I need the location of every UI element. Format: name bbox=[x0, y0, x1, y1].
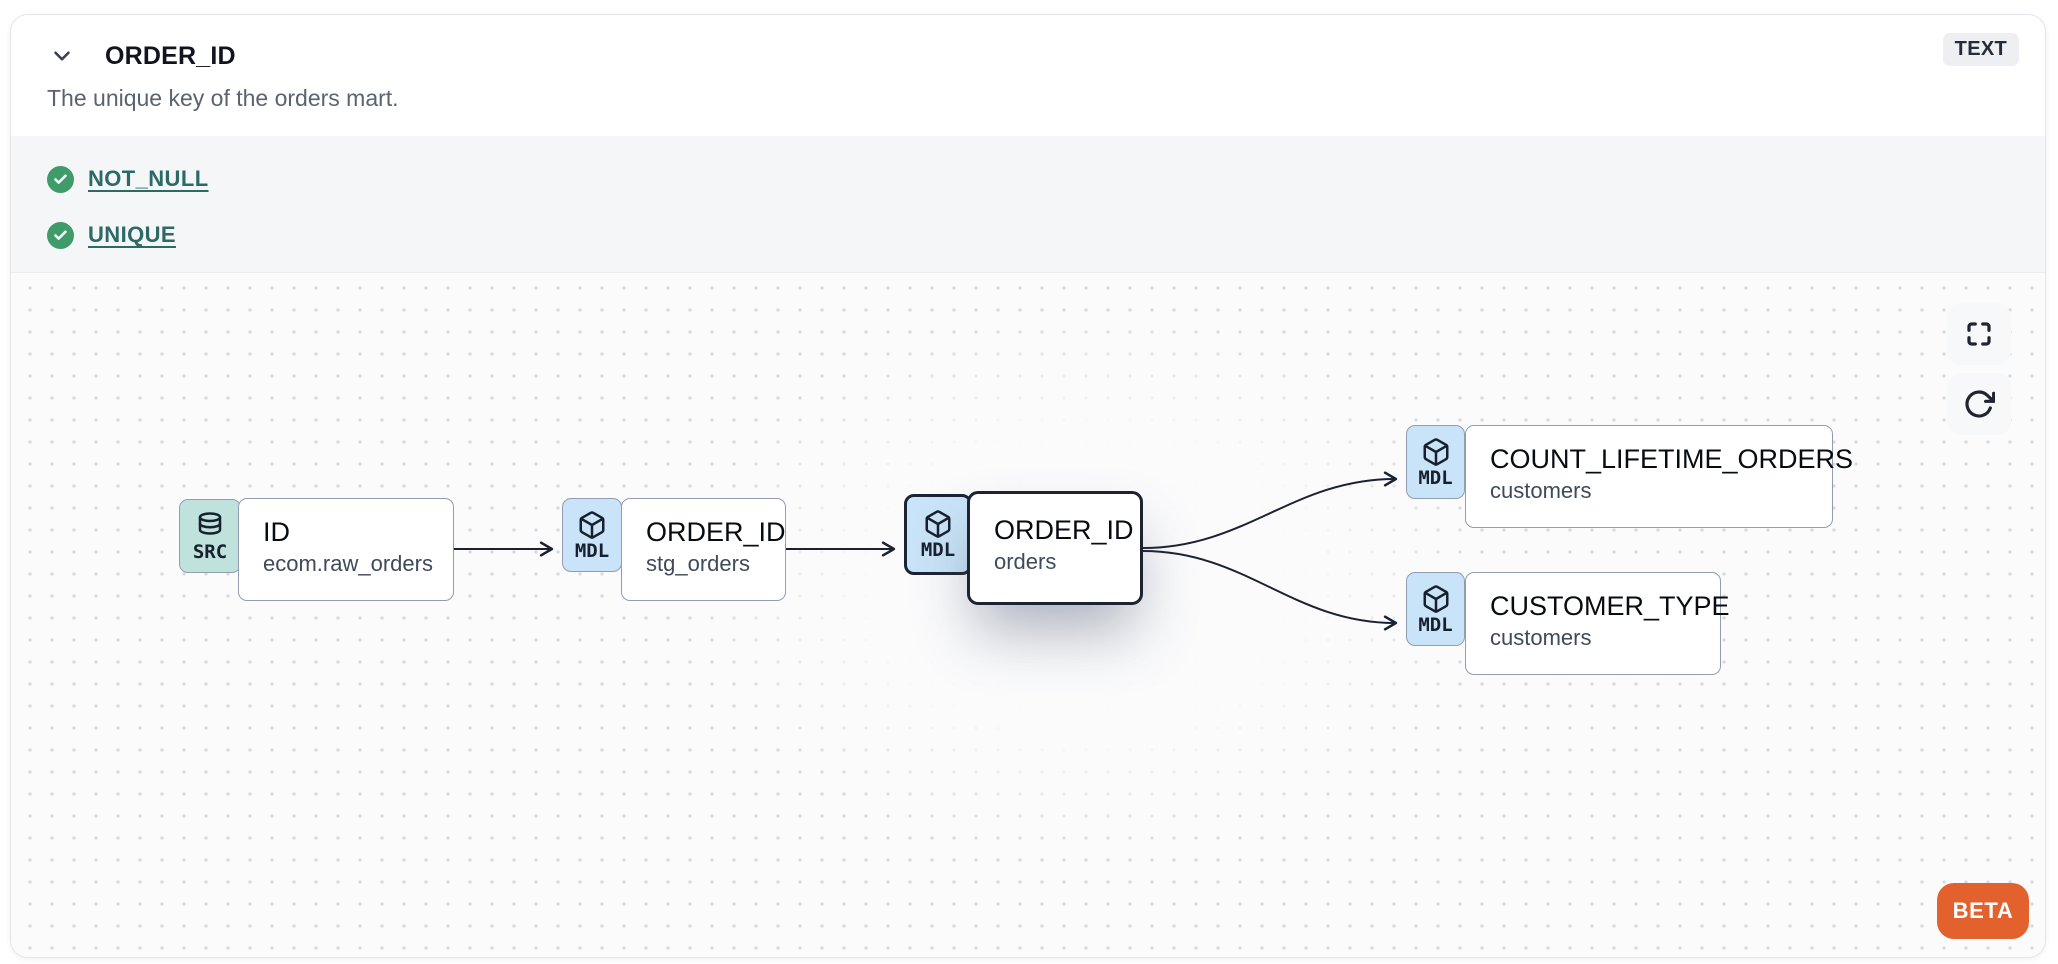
node-kind-badge-mdl: MDL bbox=[562, 498, 622, 572]
node-title: ORDER_ID bbox=[646, 517, 786, 547]
cube-icon bbox=[577, 510, 607, 540]
lineage-node-count-lifetime-orders[interactable]: COUNT_LIFETIME_ORDERS customers bbox=[1465, 425, 1854, 528]
node-subtitle: orders bbox=[994, 549, 1057, 574]
tests-section: NOT_NULL UNIQUE bbox=[11, 136, 2045, 273]
node-kind-badge-src: SRC bbox=[179, 499, 241, 573]
node-title: CUSTOMER_TYPE bbox=[1490, 591, 1730, 621]
lineage-node-customer-type[interactable]: CUSTOMER_TYPE customers bbox=[1465, 572, 1730, 675]
column-details-card: ORDER_ID The unique key of the orders ma… bbox=[10, 14, 2046, 958]
lineage-node-id-raw-orders[interactable]: ID ecom.raw_orders bbox=[238, 498, 454, 601]
cube-icon bbox=[1421, 437, 1451, 467]
node-kind-badge-mdl: MDL bbox=[1406, 572, 1465, 646]
chevron-down-icon bbox=[49, 43, 75, 69]
node-kind-label: MDL bbox=[1418, 613, 1453, 636]
canvas-controls bbox=[1947, 303, 2011, 435]
node-title: ID bbox=[263, 517, 290, 547]
node-subtitle: customers bbox=[1490, 478, 1592, 503]
fullscreen-icon bbox=[1964, 319, 1994, 349]
collapse-button[interactable] bbox=[47, 41, 77, 71]
test-link-not-null[interactable]: NOT_NULL bbox=[88, 166, 209, 191]
node-kind-label: MDL bbox=[920, 539, 956, 561]
column-description: The unique key of the orders mart. bbox=[47, 85, 399, 111]
node-kind-label: MDL bbox=[1418, 466, 1453, 489]
database-icon bbox=[195, 511, 225, 541]
beta-badge: BETA bbox=[1937, 883, 2029, 939]
node-title: COUNT_LIFETIME_ORDERS bbox=[1490, 444, 1854, 474]
node-title: ORDER_ID bbox=[994, 515, 1134, 545]
cube-icon bbox=[923, 509, 953, 539]
node-subtitle: customers bbox=[1490, 625, 1592, 650]
node-subtitle: stg_orders bbox=[646, 551, 750, 576]
column-title: ORDER_ID bbox=[105, 41, 236, 70]
node-kind-badge-mdl-selected: MDL bbox=[904, 494, 972, 575]
lineage-edges bbox=[454, 471, 1398, 631]
lineage-node-order-id-stg-orders[interactable]: ORDER_ID stg_orders bbox=[621, 498, 786, 601]
check-circle-icon bbox=[47, 221, 74, 249]
test-row: UNIQUE bbox=[47, 214, 2045, 256]
node-kind-label: SRC bbox=[192, 540, 228, 563]
test-link-unique[interactable]: UNIQUE bbox=[88, 222, 176, 247]
column-type-badge: TEXT bbox=[1942, 33, 2019, 66]
node-subtitle: ecom.raw_orders bbox=[263, 551, 433, 576]
refresh-icon bbox=[1963, 388, 1995, 420]
check-circle-icon bbox=[47, 165, 74, 193]
refresh-button[interactable] bbox=[1947, 373, 2011, 435]
lineage-canvas[interactable]: SRC ID ecom.raw_orders MDL ORDER_ID stg_… bbox=[11, 273, 2045, 957]
fullscreen-button[interactable] bbox=[1947, 303, 2011, 365]
test-row: NOT_NULL bbox=[47, 158, 2045, 200]
cube-icon bbox=[1421, 584, 1451, 614]
lineage-node-order-id-orders-selected[interactable]: ORDER_ID orders bbox=[967, 491, 1143, 605]
node-kind-badge-mdl: MDL bbox=[1406, 425, 1465, 499]
header: ORDER_ID The unique key of the orders ma… bbox=[11, 15, 2045, 136]
node-kind-label: MDL bbox=[574, 539, 610, 562]
